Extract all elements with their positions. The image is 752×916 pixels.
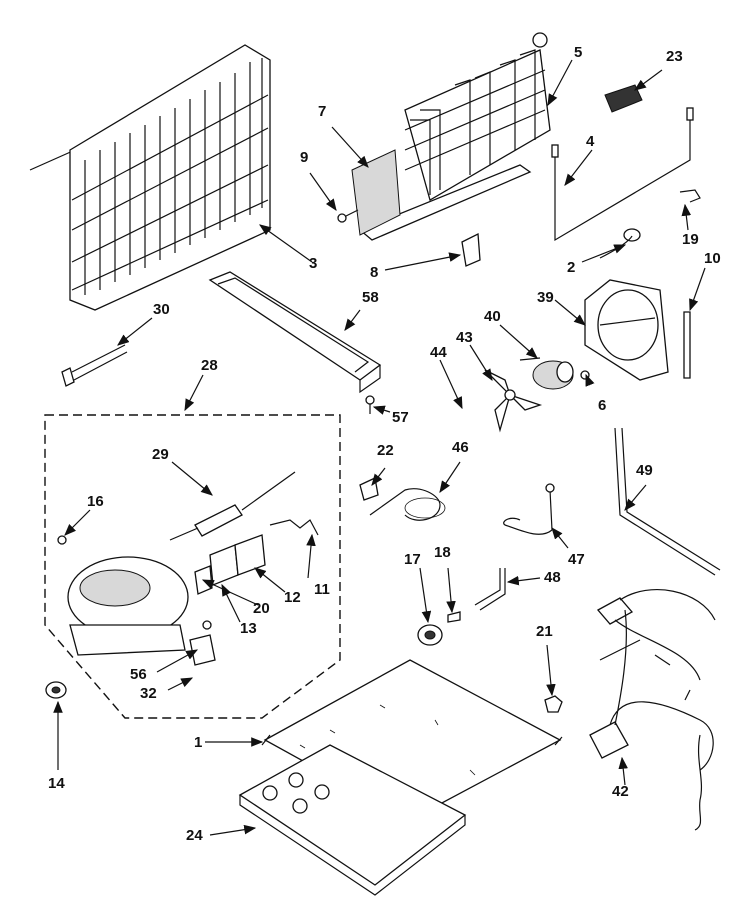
callout-18: 18	[434, 544, 451, 561]
callout-17: 17	[404, 551, 421, 568]
callout-30: 30	[153, 301, 170, 318]
leader-lines	[53, 59, 706, 836]
defrost-thermostat-lead	[551, 107, 694, 242]
callout-39: 39	[537, 289, 554, 306]
callout-6: 6	[598, 397, 607, 414]
condenser-coil	[29, 44, 271, 311]
screw-16	[57, 535, 67, 545]
callout-22: 22	[377, 442, 394, 459]
callout-5: 5	[574, 44, 583, 61]
callout-9: 9	[300, 149, 309, 166]
callout-23: 23	[666, 48, 683, 65]
fan-blade	[484, 369, 543, 433]
callout-11: 11	[314, 581, 330, 598]
callout-19: 19	[682, 231, 699, 248]
callout-14: 14	[48, 775, 65, 792]
nut-21	[544, 695, 563, 713]
clip-8	[461, 232, 481, 267]
callout-46: 46	[452, 439, 469, 456]
callout-8: 8	[370, 264, 379, 281]
callout-4: 4	[586, 133, 595, 150]
clip-19	[679, 189, 701, 203]
compressor-kit-outline	[44, 414, 341, 719]
cap-23	[604, 84, 643, 113]
callout-47: 47	[568, 551, 585, 568]
cover-plate	[238, 744, 467, 896]
callout-58: 58	[362, 289, 379, 306]
relay-12	[234, 534, 266, 576]
screw-9	[337, 209, 359, 223]
callout-10: 10	[704, 250, 721, 267]
callout-32: 32	[140, 685, 157, 702]
callout-49: 49	[636, 462, 653, 479]
clip-11	[269, 519, 319, 536]
callout-1: 1	[194, 734, 203, 751]
terminal-block-32	[189, 634, 216, 666]
callout-44: 44	[430, 344, 447, 361]
callout-48: 48	[544, 569, 561, 586]
callout-2: 2	[567, 259, 576, 276]
callout-24: 24	[186, 827, 203, 844]
drain-tube-46	[369, 488, 446, 521]
callout-42: 42	[612, 783, 629, 800]
callout-56: 56	[130, 666, 147, 683]
callout-20: 20	[253, 600, 270, 617]
fan-shroud	[584, 279, 669, 381]
compressor	[67, 556, 189, 656]
tube-49	[614, 427, 721, 576]
callout-12: 12	[284, 589, 301, 606]
tube-48	[474, 568, 506, 611]
evaporator-heater-assembly	[351, 32, 551, 241]
relay-13	[209, 544, 239, 586]
wheel-17	[417, 624, 443, 646]
callout-57: 57	[392, 409, 409, 426]
axle-18	[447, 611, 461, 623]
callout-28: 28	[201, 357, 218, 374]
callout-3: 3	[309, 255, 318, 272]
strip-10	[683, 311, 691, 379]
callout-21: 21	[536, 623, 553, 640]
screw-57	[365, 395, 375, 414]
screw-56	[202, 620, 212, 630]
evaporator-fan-motor	[519, 357, 590, 390]
grommet-2	[599, 228, 641, 259]
callout-13: 13	[240, 620, 257, 637]
wire-harness	[589, 589, 716, 831]
tube-47	[503, 483, 555, 535]
grommet-14	[45, 681, 67, 699]
callout-7: 7	[318, 103, 327, 120]
drain-pan	[208, 271, 382, 394]
cable-tie	[61, 344, 128, 387]
callout-29: 29	[152, 446, 169, 463]
start-relay-cord	[169, 471, 296, 541]
callout-16: 16	[87, 493, 104, 510]
callout-40: 40	[484, 308, 501, 325]
callout-43: 43	[456, 329, 473, 346]
